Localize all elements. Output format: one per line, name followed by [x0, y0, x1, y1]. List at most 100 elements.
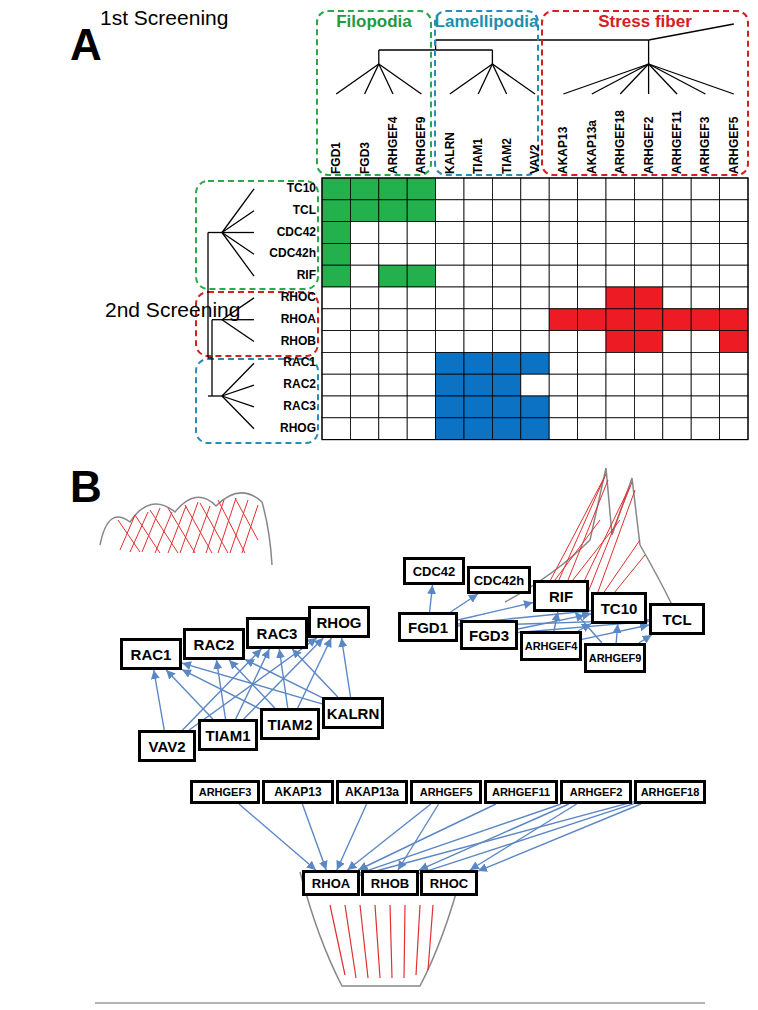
- group-heading: Lamellipodia: [435, 12, 539, 32]
- row-label: TCL: [246, 200, 316, 222]
- grid-cell: [350, 352, 378, 374]
- grid-cell: [379, 309, 407, 331]
- grid-cell: [578, 287, 606, 309]
- gene-name: TIAM2: [268, 716, 313, 733]
- gene-name: ARHGEF3: [199, 786, 252, 798]
- grid-cell: [407, 309, 435, 331]
- dendrograms: [208, 24, 734, 429]
- grid-cell: [492, 331, 520, 353]
- activation-arrow: [360, 804, 561, 873]
- row-label: RHOA: [246, 309, 316, 331]
- column-label: AKAP13: [555, 98, 571, 174]
- grid-cell: [322, 352, 350, 374]
- grid-cell: [606, 309, 634, 331]
- activation-arrow: [639, 635, 652, 643]
- grid-cell: [407, 396, 435, 418]
- grid-cell: [634, 309, 662, 331]
- grid-cell: [407, 200, 435, 222]
- grid-cell: [379, 374, 407, 396]
- grid-cell: [350, 418, 378, 440]
- grid-cell: [578, 178, 606, 200]
- grid-cell: [379, 265, 407, 287]
- grid-cell: [634, 396, 662, 418]
- activation-arrow: [358, 804, 496, 870]
- grid-cell: [606, 243, 634, 265]
- grid-cell: [691, 222, 719, 244]
- row-label: RAC3: [246, 396, 316, 418]
- gene-name: ARHGEF11: [492, 786, 550, 798]
- gene-box: RHOG: [308, 606, 370, 638]
- grid-cell: [492, 287, 520, 309]
- grid-cell: [720, 396, 748, 418]
- gene-name: RHOC: [430, 876, 468, 891]
- grid-cell: [350, 200, 378, 222]
- tree-branch: [207, 233, 208, 358]
- grid-cell: [578, 374, 606, 396]
- grid-cell: [350, 222, 378, 244]
- row-group-box: [196, 359, 318, 443]
- grid-cell: [606, 331, 634, 353]
- grid-cell: [464, 178, 492, 200]
- grid-cell: [720, 309, 748, 331]
- grid-cell: [350, 178, 378, 200]
- grid-cell: [720, 200, 748, 222]
- column-label: ARHGEF11: [669, 98, 685, 174]
- grid-cell: [407, 352, 435, 374]
- row-label: RIF: [246, 265, 316, 287]
- grid-cell: [322, 222, 350, 244]
- row-label: RHOB: [246, 331, 316, 353]
- grid-cell: [379, 287, 407, 309]
- grid-cell: [492, 396, 520, 418]
- gene-box: TC10: [591, 592, 647, 624]
- grid-cell: [663, 287, 691, 309]
- grid-cell: [606, 418, 634, 440]
- grid-cell: [549, 265, 577, 287]
- grid-cell: [521, 200, 549, 222]
- gene-box: FGD1: [398, 612, 458, 642]
- grid-cell: [691, 287, 719, 309]
- column-label: ARHGEF2: [641, 98, 657, 174]
- grid-cell: [436, 396, 464, 418]
- grid-cell: [322, 243, 350, 265]
- grid-cell: [691, 352, 719, 374]
- grid-cell: [663, 200, 691, 222]
- grid-cell: [379, 178, 407, 200]
- column-label: TIAM2: [499, 98, 515, 174]
- column-label: ARHGEF3: [697, 98, 713, 174]
- tree-branch: [563, 64, 648, 94]
- grid-cell: [606, 352, 634, 374]
- activation-arrow: [478, 804, 641, 871]
- activation-arrow: [616, 624, 618, 643]
- grid-cell: [634, 352, 662, 374]
- activation-arrow: [451, 594, 478, 612]
- grid-cell: [322, 396, 350, 418]
- gene-name: VAV2: [149, 738, 186, 755]
- grid-cell: [322, 374, 350, 396]
- grid-cell: [663, 374, 691, 396]
- grid-cell: [436, 352, 464, 374]
- grid-cell: [578, 200, 606, 222]
- grid-cell: [578, 243, 606, 265]
- grid-cell: [436, 200, 464, 222]
- tree-branch: [336, 64, 379, 94]
- grid-cell: [379, 222, 407, 244]
- row-label: RHOC: [246, 287, 316, 309]
- gene-box: RAC3: [246, 617, 308, 649]
- grid-cell: [464, 374, 492, 396]
- grid-cell: [720, 265, 748, 287]
- grid-cell: [606, 265, 634, 287]
- grid-cell: [634, 265, 662, 287]
- gene-box: ARHGEF18: [634, 780, 706, 804]
- mesh-lines: [118, 498, 258, 553]
- group-heading: Stress fiber: [598, 12, 692, 32]
- screen-title: 2nd Screening: [105, 298, 240, 322]
- grid-cell: [464, 243, 492, 265]
- gene-box: RAC2: [183, 628, 245, 660]
- gene-box: ARHGEF11: [484, 780, 558, 804]
- grid-cell: [606, 396, 634, 418]
- gene-box: ARHGEF4: [520, 631, 582, 661]
- grid-cell: [663, 309, 691, 331]
- grid-cell: [634, 418, 662, 440]
- grid-cell: [691, 178, 719, 200]
- grid-cell: [578, 396, 606, 418]
